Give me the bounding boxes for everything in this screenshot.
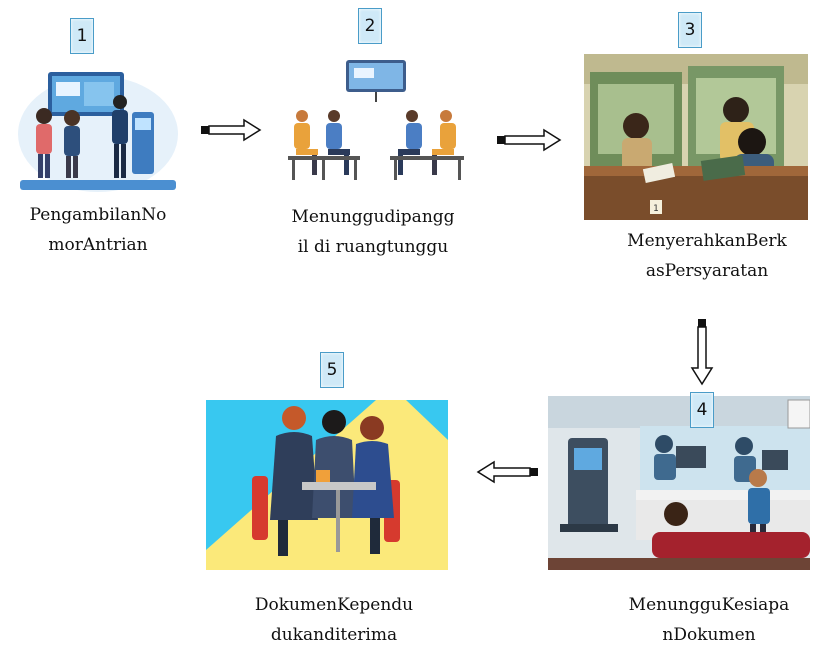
arrow-left-icon — [476, 460, 538, 484]
svg-text:1: 1 — [653, 204, 659, 214]
arrow-step1-to-step2 — [200, 118, 262, 142]
step-1-caption: PengambilanNo morAntrian — [29, 205, 167, 255]
waiting-room-illustration — [288, 60, 464, 180]
step-3-badge: 3 — [678, 12, 702, 48]
arrow-down-icon — [690, 319, 714, 386]
arrow-step4-to-step5 — [476, 460, 540, 484]
step-3-image: 1 — [584, 54, 808, 220]
handshake-illustration — [206, 400, 448, 570]
step-1-badge: 1 — [70, 18, 94, 54]
document-submission-illustration: 1 — [584, 54, 808, 220]
service-counter-illustration — [548, 396, 810, 570]
step-3-caption: MenyerahkanBerk asPersyaratan — [627, 231, 787, 281]
arrow-step2-to-step3 — [496, 128, 562, 152]
step-4-badge: 4 — [690, 392, 714, 428]
step-4-caption: MenungguKesiapa nDokumen — [628, 595, 790, 645]
step-1-image — [14, 62, 182, 194]
step-5-caption: DokumenKependu dukanditerima — [254, 595, 414, 645]
step-2-caption: Menunggudipangg il di ruangtunggu — [291, 207, 455, 257]
step-4-image — [548, 396, 810, 570]
step-2-badge: 2 — [358, 8, 382, 44]
arrow-step3-to-step4 — [690, 318, 714, 386]
kiosk-queue-illustration — [18, 72, 178, 192]
step-5-image — [206, 400, 448, 570]
arrow-right-icon — [201, 118, 262, 142]
step-2-image — [282, 60, 468, 186]
step-5-badge: 5 — [320, 352, 344, 388]
arrow-right-icon — [497, 128, 562, 152]
